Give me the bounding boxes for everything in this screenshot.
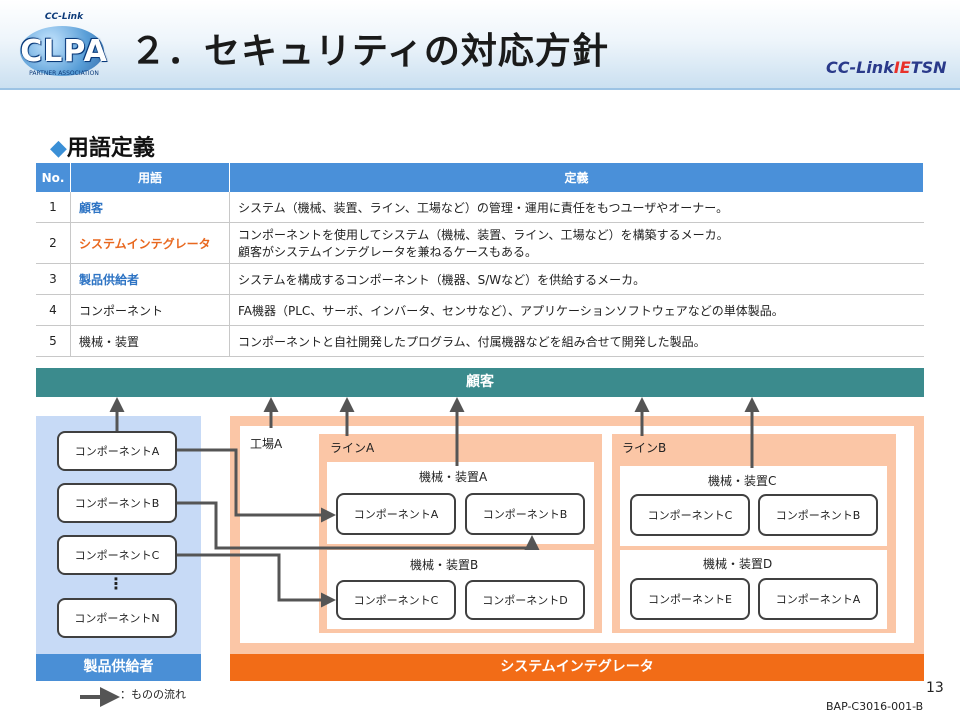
row-term: システムインテグレータ: [70, 222, 230, 264]
clpa-logo-top-text: CC-Link: [44, 12, 84, 22]
supplier-component-b: コンポーネントB: [57, 483, 177, 523]
clpa-logo-globe: [20, 26, 104, 76]
clpa-logo-subtext: PARTNER ASSOCIATION: [29, 70, 99, 77]
table-header-row: No. 用語 定義: [36, 163, 924, 192]
machine-c-label: 機械・装置C: [708, 474, 777, 488]
slide-header: [0, 0, 960, 90]
brand-cclink: CC-Link: [826, 58, 894, 77]
header-term: 用語: [70, 163, 230, 192]
flow-arrow: [177, 553, 336, 608]
line-b-label: ラインB: [622, 441, 667, 455]
section-heading: ◆用語定義: [50, 130, 155, 162]
table-row: 2 システムインテグレータ コンポーネントを使用してシステム（機械、装置、ライン…: [36, 222, 924, 264]
row-no: 3: [36, 263, 71, 295]
section-title: 用語定義: [66, 136, 155, 161]
header-definition: 定義: [229, 163, 924, 192]
row-definition: システムを構成するコンポーネント（機器、S/Wなど）を供給するメーカ。: [229, 263, 924, 295]
machine-c-component-c: コンポーネントC: [630, 494, 750, 536]
machine-d-component-a: コンポーネントA: [758, 578, 878, 620]
row-definition: システム（機械、装置、ライン、工場など）の管理・運用に責任をもつユーザやオーナー…: [229, 192, 924, 223]
definition-line: コンポーネントを使用してシステム（機械、装置、ライン、工場など）を構築するメーカ…: [238, 228, 729, 242]
row-no: 1: [36, 192, 71, 223]
brand-ie: IE: [893, 58, 911, 77]
row-definition: コンポーネントと自社開発したプログラム、付属機器などを組み合せて開発した製品。: [229, 325, 924, 357]
cclink-ie-tsn-logo: CC-LinkIETSN: [826, 58, 947, 77]
supplier-component-n: コンポーネントN: [57, 598, 177, 638]
supplier-bar: 製品供給者: [36, 654, 201, 681]
clpa-logo: CLPA: [20, 34, 108, 69]
row-term: 製品供給者: [70, 263, 230, 295]
page-number: 13: [926, 680, 944, 696]
table-row: 1 顧客 システム（機械、装置、ライン、工場など）の管理・運用に責任をもつユーザ…: [36, 192, 924, 223]
machine-d-component-e: コンポーネントE: [630, 578, 750, 620]
table-row: 4 コンポーネント FA機器（PLC、サーボ、インバータ、センサなど）、アプリケ…: [36, 294, 924, 326]
terms-table: No. 用語 定義 1 顧客 システム（機械、装置、ライン、工場など）の管理・運…: [36, 163, 924, 357]
row-term: 機械・装置: [70, 325, 230, 357]
machine-b-label: 機械・装置B: [410, 558, 479, 572]
supplier-component-a: コンポーネントA: [57, 431, 177, 471]
machine-a-component-b: コンポーネントB: [465, 493, 585, 535]
flow-arrow: [177, 448, 336, 523]
table-row: 3 製品供給者 システムを構成するコンポーネント（機器、S/Wなど）を供給するメ…: [36, 263, 924, 295]
ellipsis-icon: ⋮: [108, 574, 124, 593]
row-definition: FA機器（PLC、サーボ、インバータ、センサなど）、アプリケーションソフトウェア…: [229, 294, 924, 326]
header-divider: [0, 88, 960, 90]
diamond-bullet-icon: ◆: [50, 136, 67, 161]
machine-d-label: 機械・装置D: [703, 557, 773, 571]
slide-title: ２．セキュリティの対応方針: [130, 31, 609, 72]
document-code: BAP-C3016-001-B: [826, 700, 924, 713]
machine-c-component-b: コンポーネントB: [758, 494, 878, 536]
row-definition: コンポーネントを使用してシステム（機械、装置、ライン、工場など）を構築するメーカ…: [229, 222, 924, 264]
row-no: 4: [36, 294, 71, 326]
supplier-component-c: コンポーネントC: [57, 535, 177, 575]
row-term: コンポーネント: [70, 294, 230, 326]
brand-tsn: TSN: [910, 58, 947, 77]
flow-arrow: [177, 501, 540, 550]
definition-line: 顧客がシステムインテグレータを兼ねるケースもある。: [238, 245, 538, 259]
machine-b-component-c: コンポーネントC: [336, 580, 456, 620]
machine-a-component-a: コンポーネントA: [336, 493, 456, 535]
machine-a-label: 機械・装置A: [419, 470, 488, 484]
row-term: 顧客: [70, 192, 230, 223]
row-no: 2: [36, 222, 71, 264]
header-no: No.: [36, 163, 71, 192]
machine-b-component-d: コンポーネントD: [465, 580, 585, 620]
table-row: 5 機械・装置 コンポーネントと自社開発したプログラム、付属機器などを組み合せて…: [36, 325, 924, 357]
factory-label: 工場A: [250, 437, 283, 451]
integrator-bar: システムインテグレータ: [230, 654, 924, 681]
line-a-label: ラインA: [330, 441, 375, 455]
legend-text: ：ものの流れ: [120, 688, 186, 701]
customer-bar: 顧客: [36, 368, 924, 397]
row-no: 5: [36, 325, 71, 357]
